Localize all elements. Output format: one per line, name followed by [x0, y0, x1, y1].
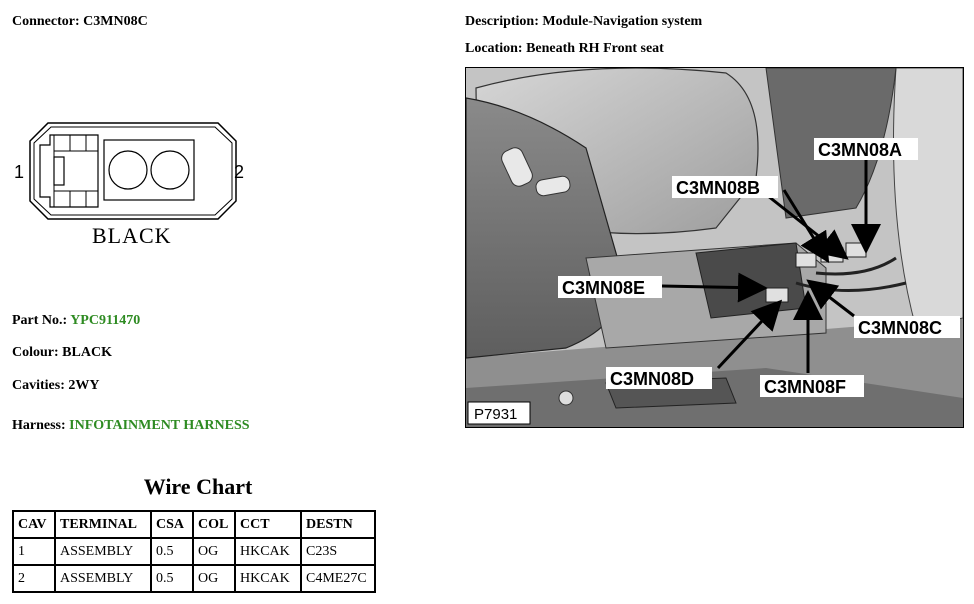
wire-chart-title: Wire Chart: [143, 474, 253, 499]
description-value: Module-Navigation system: [542, 14, 703, 29]
col-header-col: COL: [192, 510, 236, 539]
callout-c3mn08c: C3MN08C: [858, 318, 942, 338]
wire-chart-table: CAV TERMINAL CSA COL CCT DESTN 1 ASSEMBL…: [12, 510, 376, 593]
cell-cct: HKCAK: [234, 537, 302, 566]
connector-outline: [29, 122, 237, 220]
col-header-cav: CAV: [12, 510, 56, 539]
harness-link[interactable]: INFOTAINMENT HARNESS: [69, 418, 250, 433]
connector-latch: [39, 134, 99, 208]
col-header-destn: DESTN: [300, 510, 376, 539]
pin-1-label: 1: [14, 162, 24, 182]
description-line: Description: Module-Navigation system: [465, 14, 702, 30]
colour-label: Colour:: [12, 345, 59, 360]
location-line: Location: Beneath RH Front seat: [465, 41, 664, 57]
cavities-line: Cavities: 2WY: [12, 378, 100, 394]
callout-c3mn08d: C3MN08D: [610, 369, 694, 389]
cavity-2: [150, 150, 190, 190]
part-no-link[interactable]: YPC911470: [70, 313, 141, 328]
connector-line: Connector: C3MN08C: [12, 14, 148, 30]
cell-csa: 0.5: [150, 564, 194, 593]
col-header-terminal: TERMINAL: [54, 510, 152, 539]
connector-label: Connector:: [12, 14, 80, 29]
colour-line: Colour: BLACK: [12, 345, 112, 361]
connector-key-slot: [53, 156, 65, 186]
table-row: 2 ASSEMBLY 0.5 OG HKCAK C4ME27C: [12, 564, 376, 593]
callout-c3mn08f: C3MN08F: [764, 377, 846, 397]
callout-c3mn08e: C3MN08E: [562, 278, 645, 298]
harness-label: Harness:: [12, 418, 66, 433]
cell-col: OG: [192, 537, 236, 566]
location-photo: C3MN08A C3MN08B C3MN08E C3MN08C C3MN08D …: [465, 67, 964, 428]
wire-chart-header-row: CAV TERMINAL CSA COL CCT DESTN: [12, 510, 376, 539]
location-photo-illustration: C3MN08A C3MN08B C3MN08E C3MN08C C3MN08D …: [466, 68, 963, 427]
connector-face-diagram: 1 2 BLACK: [14, 122, 244, 248]
cell-terminal: ASSEMBLY: [54, 564, 152, 593]
cell-cav: 1: [12, 537, 56, 566]
cavities-value: 2WY: [68, 378, 100, 393]
connector-value: C3MN08C: [83, 14, 148, 29]
col-header-csa: CSA: [150, 510, 194, 539]
cell-destn: C4ME27C: [300, 564, 376, 593]
part-no-line: Part No.: YPC911470: [12, 313, 140, 329]
cavity-1: [108, 150, 148, 190]
col-header-cct: CCT: [234, 510, 302, 539]
location-label: Location:: [465, 41, 523, 56]
callout-c3mn08a: C3MN08A: [818, 140, 902, 160]
photo-id: P7931: [474, 406, 517, 423]
location-value: Beneath RH Front seat: [526, 41, 664, 56]
cell-terminal: ASSEMBLY: [54, 537, 152, 566]
table-row: 1 ASSEMBLY 0.5 OG HKCAK C23S: [12, 537, 376, 566]
connector-color-label: BLACK: [92, 223, 172, 248]
connector-inner-outline: [33, 126, 233, 216]
cavity-block: [103, 139, 195, 201]
pin-2-label: 2: [234, 162, 244, 182]
cell-col: OG: [192, 564, 236, 593]
callout-c3mn08b: C3MN08B: [676, 178, 760, 198]
cell-cav: 2: [12, 564, 56, 593]
cavities-label: Cavities:: [12, 378, 65, 393]
colour-value: BLACK: [62, 345, 112, 360]
cell-csa: 0.5: [150, 537, 194, 566]
cell-cct: HKCAK: [234, 564, 302, 593]
part-no-label: Part No.:: [12, 313, 68, 328]
harness-line: Harness: INFOTAINMENT HARNESS: [12, 418, 250, 434]
cell-destn: C23S: [300, 537, 376, 566]
description-label: Description:: [465, 14, 539, 29]
